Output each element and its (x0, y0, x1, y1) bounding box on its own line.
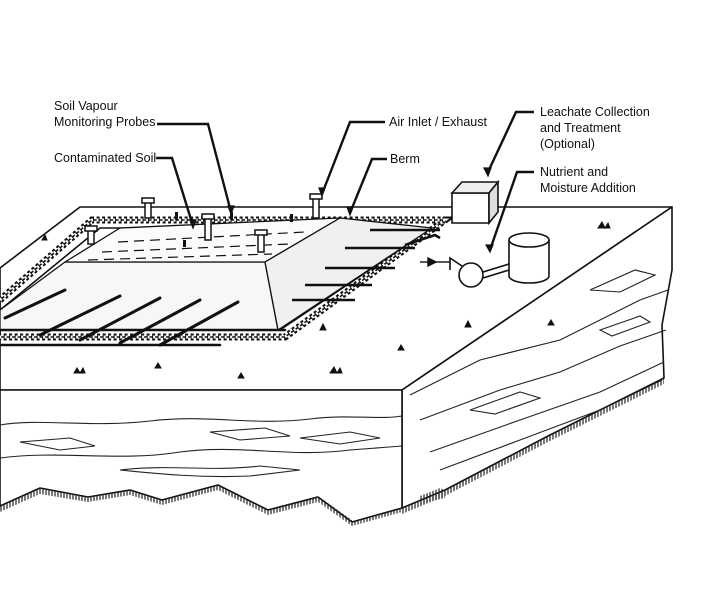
label-air-inlet: Air Inlet / Exhaust (389, 115, 487, 129)
nutrient-tank (508, 232, 550, 284)
ground-front-face (0, 389, 403, 523)
probe (254, 229, 268, 253)
equipment-pipes (420, 256, 450, 268)
probe (84, 225, 98, 245)
leader-air (320, 120, 385, 195)
side-pipes (292, 228, 441, 302)
label-leachate-2: and Treatment (540, 121, 621, 135)
label-soil-vapour-2: Monitoring Probes (54, 115, 155, 129)
pile-dashes (87, 231, 306, 261)
probe (141, 197, 155, 219)
small-stakes (175, 212, 293, 247)
label-nutrient-1: Nutrient and (540, 165, 608, 179)
probes (84, 193, 323, 253)
grass-tufts (41, 221, 611, 379)
leader-probes (157, 122, 233, 213)
label-soil-vapour-1: Soil Vapour (54, 99, 118, 113)
soil-pile (0, 217, 433, 331)
leaders (156, 110, 534, 251)
aeration-pipes-front (0, 288, 287, 347)
label-nutrient-2: Moisture Addition (540, 181, 636, 195)
label-contaminated-soil: Contaminated Soil (54, 151, 156, 165)
soil-strata-front (0, 415, 403, 478)
soil-strata-right (409, 269, 669, 471)
pump (449, 256, 510, 288)
label-leachate-1: Leachate Collection (540, 105, 650, 119)
leader-berm (348, 157, 387, 214)
label-leachate-3: (Optional) (540, 137, 595, 151)
leachate-treatment-box (450, 179, 500, 226)
pile-side-slope (264, 217, 433, 331)
probe (309, 193, 323, 219)
leader-nutrient (488, 170, 534, 251)
leader-leachate (486, 110, 534, 173)
ground-bottom-hatch (0, 378, 664, 526)
leader-contaminated (156, 156, 195, 227)
probe (201, 213, 215, 241)
label-berm: Berm (390, 152, 420, 166)
